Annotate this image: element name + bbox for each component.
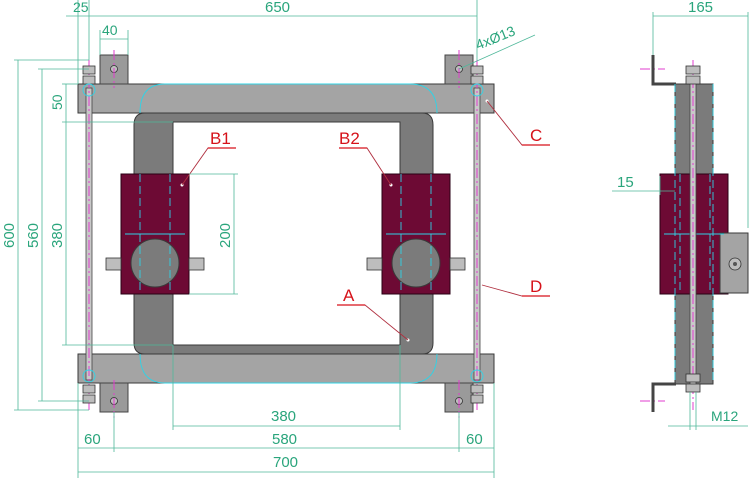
dim-side-165: 165 [688, 0, 713, 16]
side-view: 165 15 M12 [612, 0, 749, 430]
dim-left-50: 50 [49, 94, 65, 110]
front-view: B1 B2 A C D 25 650 40 4xØ13 600 560 50 3 [1, 0, 550, 478]
dim-left-600: 600 [1, 223, 18, 248]
label-d: D [530, 277, 542, 296]
dim-top-650: 650 [265, 0, 290, 16]
dim-bottom-60-left: 60 [84, 431, 101, 448]
bottom-plate [77, 353, 495, 384]
dim-mid-200: 200 [217, 223, 234, 248]
label-b1: B1 [210, 129, 231, 148]
label-c: C [530, 126, 542, 145]
dim-side-15: 15 [617, 174, 634, 191]
top-plate-outline [139, 83, 438, 114]
dim-bottom-580: 580 [272, 431, 297, 448]
dim-bottom-700: 700 [273, 454, 298, 471]
side-bracket-bottom [651, 382, 676, 412]
dim-top-25: 25 [73, 0, 89, 15]
dim-bottom-380: 380 [271, 408, 296, 425]
bottom-plate-outline [139, 353, 438, 384]
label-b2: B2 [339, 129, 360, 148]
dim-hole-spec: 4xØ13 [473, 22, 517, 52]
dim-left-380: 380 [49, 223, 66, 248]
dim-bottom-60-right: 60 [466, 431, 483, 448]
dim-top-40: 40 [102, 22, 118, 38]
dim-side-m12: M12 [711, 408, 738, 424]
side-bracket-top [651, 55, 676, 86]
top-plate [77, 83, 495, 114]
label-a: A [343, 286, 355, 305]
dim-left-560: 560 [25, 223, 42, 248]
